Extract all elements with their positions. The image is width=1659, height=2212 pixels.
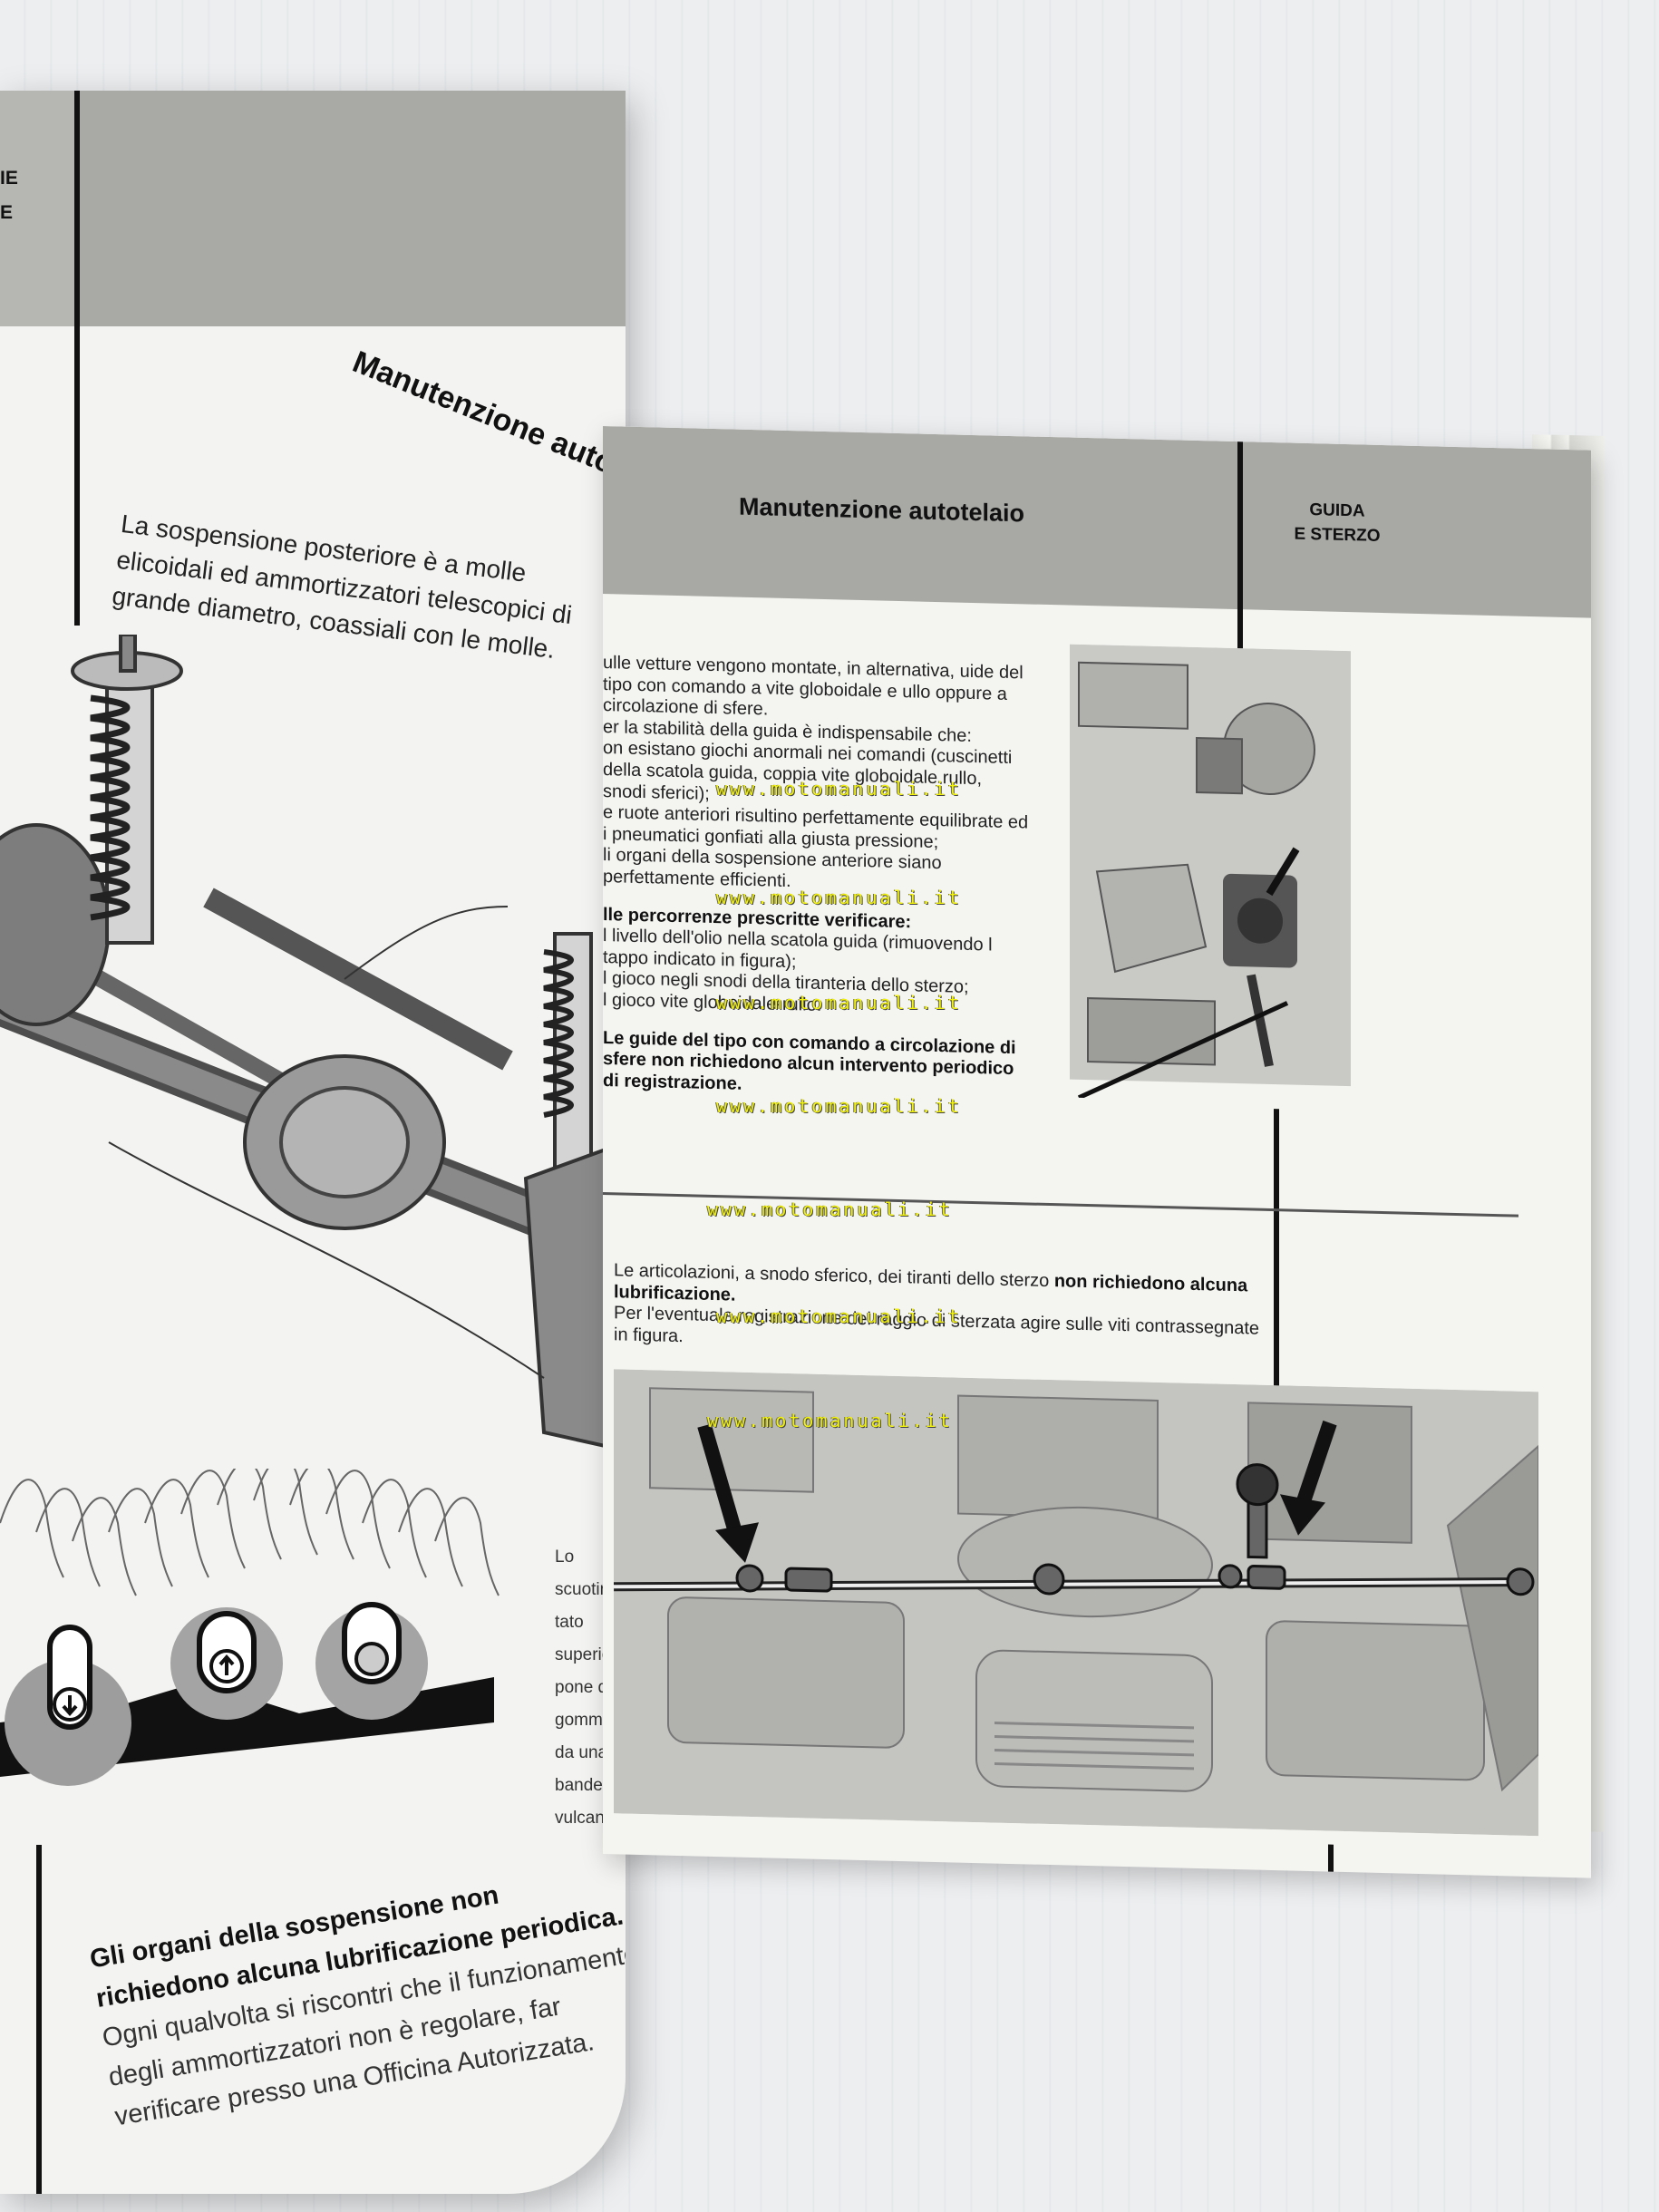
right-top-vertical-rule [1237,441,1243,649]
left-section-label: IE E [0,168,18,223]
tie-rod-photo [614,1369,1538,1837]
watermark: www.motomanuali.it [707,1198,953,1220]
left-suspension-note: Gli organi della sospensione non richied… [87,1855,626,2137]
left-bottom-vertical-rule [36,1845,42,2194]
rear-suspension-illustration [0,635,626,1450]
down-arrow-icon [47,1625,92,1730]
rebound-stop-icon [342,1602,402,1684]
para-ball-steering: Le guide del tipo con comando a circolaz… [603,1027,1016,1094]
watermark: www.motomanuali.it [707,1410,953,1431]
left-section-tab [0,91,80,326]
right-page: Manutenzione autotelaio GUIDA E STERZO u… [603,426,1591,1878]
up-arrow-icon [197,1611,257,1693]
left-page-title: Manutenzione auto [347,344,620,481]
para-no-play: on esistano giochi anormali nei comandi … [603,738,1013,804]
left-page: IE E Manutenzione auto La sospensione po… [0,91,626,2194]
adjust-arrow-left-icon [697,1423,759,1563]
watermark: www.motomanuali.it [716,887,962,908]
section-label-line1: GUIDA [1309,500,1365,521]
left-header-band [0,91,626,326]
right-section-label: GUIDA E STERZO [1274,497,1401,548]
para-steering-types: ulle vetture vengono montate, in alterna… [603,653,1024,720]
right-header-band [603,426,1591,618]
bump-rebound-illustration [0,1469,500,1786]
right-bottom-vertical-rule [1328,1844,1334,1878]
watermark: www.motomanuali.it [716,992,962,1014]
steering-text-block: ulle vetture vengono montate, in alterna… [603,653,1029,1102]
adjust-arrow-right-icon [1280,1420,1337,1536]
steering-box-photo [1070,644,1351,1101]
left-vertical-rule [74,326,80,626]
watermark: www.motomanuali.it [716,1305,962,1327]
section-label-line2: E STERZO [1294,524,1381,546]
watermark: www.motomanuali.it [716,778,962,800]
watermark: www.motomanuali.it [716,1095,962,1117]
